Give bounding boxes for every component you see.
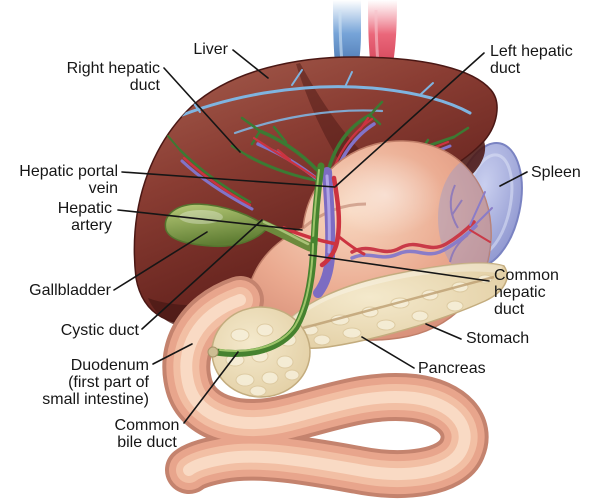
label-line: duct: [494, 301, 525, 318]
label-line: Right hepatic: [66, 60, 160, 77]
leader-common-bile-duct: [183, 351, 239, 424]
leader-common-hepatic-duct: [308, 254, 490, 282]
label-line: Duodenum: [70, 357, 149, 374]
label-hepatic-artery: Hepatic artery: [58, 200, 112, 234]
label-gallbladder: Gallbladder: [29, 282, 111, 299]
leader-left-hepatic-duct: [335, 52, 485, 187]
label-common-hepatic-duct: Common hepatic duct: [494, 267, 559, 318]
label-line: hepatic: [494, 284, 546, 301]
splenic-vessels: [350, 191, 493, 260]
spleen-showthrough: [438, 156, 492, 280]
label-line: Stomach: [466, 330, 530, 347]
label-line: Common: [114, 417, 180, 434]
label-left-hepatic-duct: Left hepatic duct: [490, 43, 573, 77]
label-line: small intestine): [42, 391, 149, 408]
label-hepatic-portal-vein: Hepatic portal vein: [19, 163, 118, 197]
label-cystic-duct: Cystic duct: [61, 322, 139, 339]
leader-right-hepatic-duct: [163, 67, 241, 153]
hepatic-artery-trunk: [319, 175, 342, 268]
label-line: artery: [71, 217, 112, 234]
leader-gallbladder: [113, 231, 208, 291]
label-common-bile-duct: Common bile duct: [106, 417, 188, 451]
portal-vein-highlight: [325, 174, 331, 254]
label-line: Left hepatic: [490, 43, 573, 60]
label-line: bile duct: [117, 434, 177, 451]
label-line: duct: [129, 77, 160, 94]
leader-hepatic-artery: [117, 209, 303, 231]
leader-pancreas: [361, 336, 415, 369]
common-bile-duct: [207, 236, 318, 358]
label-line: Hepatic portal: [19, 163, 118, 180]
common-hepatic-duct-highlight: [312, 169, 320, 241]
leader-hepatic-portal-vein: [121, 171, 336, 188]
pancreatic-duct: [291, 275, 495, 333]
label-duodenum: Duodenum (first part of small intestine): [42, 357, 149, 408]
stomach-overlap-wash: [280, 263, 503, 331]
label-line: Gallbladder: [29, 282, 111, 299]
hepatic-artery-branch: [282, 226, 338, 246]
label-right-hepatic-duct: Right hepatic duct: [67, 60, 160, 94]
label-liver-line: Liver: [193, 41, 228, 58]
label-line: Pancreas: [418, 360, 486, 377]
label-spleen: Spleen: [531, 164, 581, 181]
label-line: vein: [88, 180, 118, 197]
leader-cystic-duct: [141, 219, 263, 330]
label-line: Common: [494, 267, 559, 284]
leader-duodenum: [152, 343, 193, 365]
label-stomach: Stomach: [466, 330, 529, 347]
leader-spleen: [499, 171, 528, 187]
label-line: Cystic duct: [60, 322, 139, 339]
leader-stomach: [425, 323, 462, 340]
label-liver: Liver: [193, 41, 228, 58]
label-pancreas: Pancreas: [418, 360, 486, 377]
pancreas-body: [277, 262, 508, 349]
leader-lines: [113, 49, 528, 424]
label-line: duct: [490, 60, 521, 77]
leader-liver: [232, 49, 269, 79]
label-line: Hepatic: [57, 200, 112, 217]
label-line: Spleen: [531, 164, 581, 181]
splenic-artery-branch: [336, 234, 366, 256]
label-line: (first part of: [68, 374, 149, 391]
ampulla: [207, 346, 219, 358]
duodenum-jejunum: [162, 276, 489, 498]
